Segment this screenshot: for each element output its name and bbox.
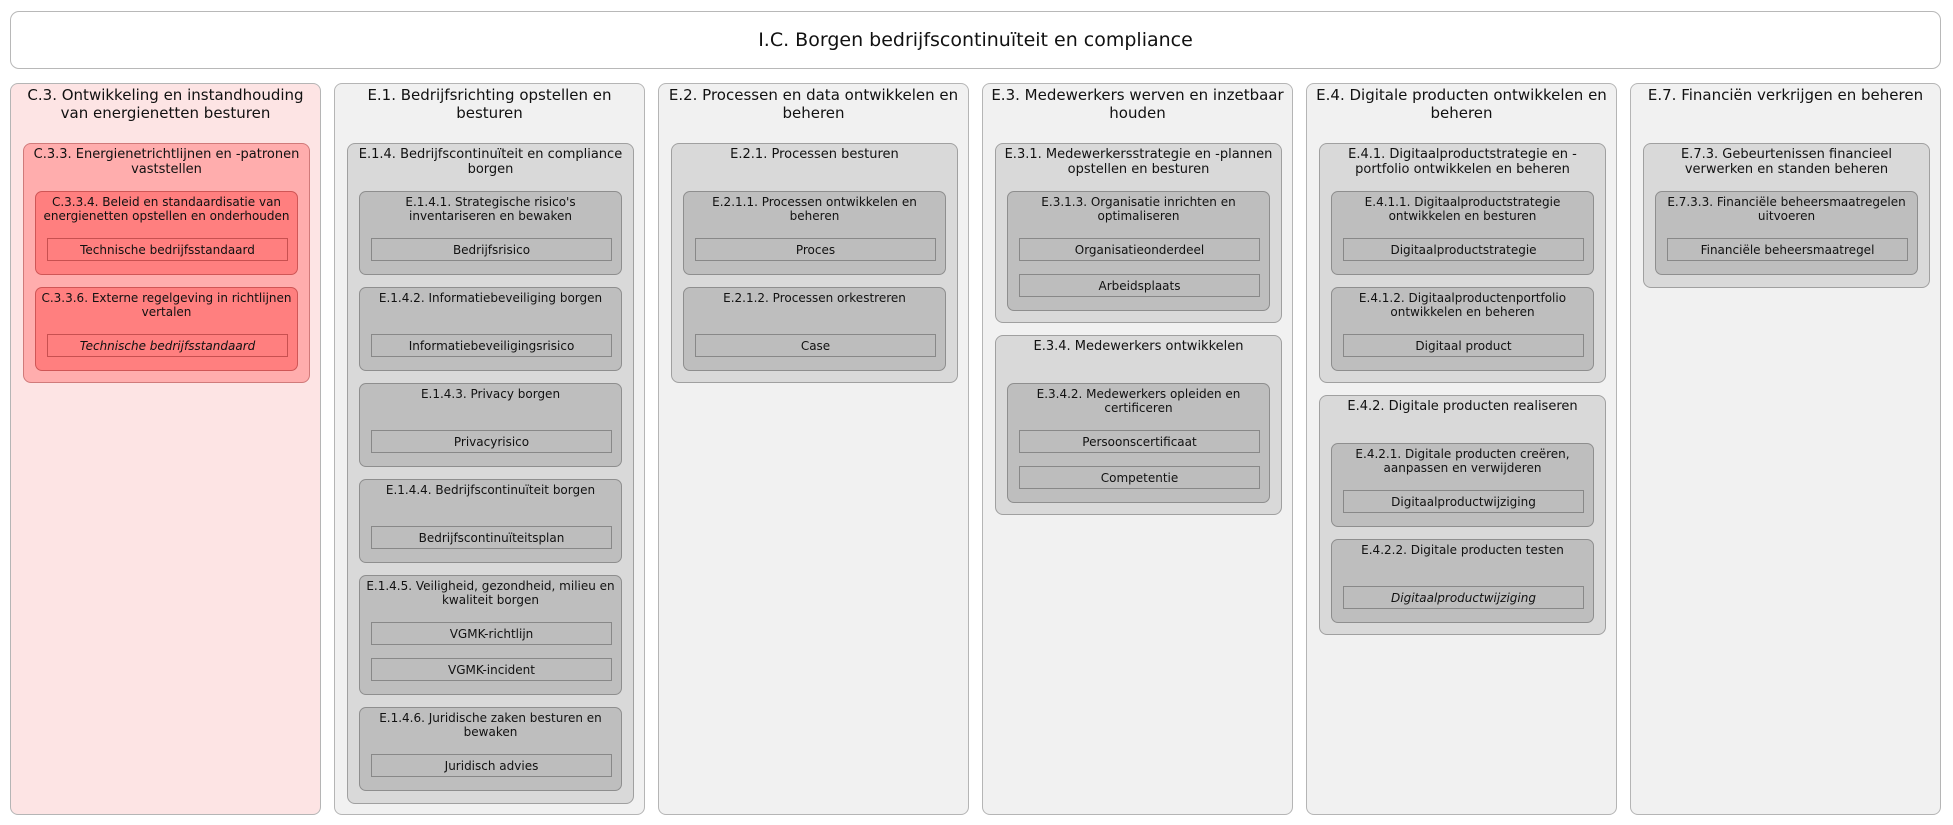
group-e2-1: E.2.1. Processen besturen E.2.1.1. Proce… <box>671 143 958 383</box>
sub-title: E.1.4.2. Informatiebeveiliging borgen <box>378 291 603 305</box>
item-persoonscertificaat: Persoonscertificaat <box>1019 430 1260 453</box>
item-vgmk-richtlijn: VGMK-richtlijn <box>371 622 612 645</box>
column-title: C.3. Ontwikkeling en instandhouding van … <box>27 86 304 122</box>
item-organisatieonderdeel: Organisatieonderdeel <box>1019 238 1260 261</box>
item-arbeidsplaats: Arbeidsplaats <box>1019 274 1260 297</box>
group-e7-3: E.7.3. Gebeurtenissen financieel verwerk… <box>1643 143 1930 288</box>
sub-e3-4-2: E.3.4.2. Medewerkers opleiden en certifi… <box>1007 383 1270 503</box>
sub-e4-1-2: E.4.1.2. Digitaalproductenportfolio ontw… <box>1331 287 1594 371</box>
sub-title: E.3.4.2. Medewerkers opleiden en certifi… <box>1036 387 1241 415</box>
sub-title: E.4.1.2. Digitaalproductenportfolio ontw… <box>1358 291 1567 319</box>
sub-e4-1-1: E.4.1.1. Digitaalproductstrategie ontwik… <box>1331 191 1594 275</box>
column-e4: E.4. Digitale producten ontwikkelen en b… <box>1306 83 1617 815</box>
group-e3-1: E.3.1. Medewerkersstrategie en -plannen … <box>995 143 1282 323</box>
sub-e2-1-1: E.2.1.1. Processen ontwikkelen en behere… <box>683 191 946 275</box>
sub-e1-4-4: E.1.4.4. Bedrijfscontinuïteit borgen Bed… <box>359 479 622 563</box>
sub-e2-1-2: E.2.1.2. Processen orkestreren Case <box>683 287 946 371</box>
column-e3: E.3. Medewerkers werven en inzetbaar hou… <box>982 83 1293 815</box>
group-e1-4: E.1.4. Bedrijfscontinuïteit en complianc… <box>347 143 634 804</box>
sub-e1-4-6: E.1.4.6. Juridische zaken besturen en be… <box>359 707 622 791</box>
sub-title: E.2.1.2. Processen orkestreren <box>723 291 906 305</box>
diagram-title-box: I.C. Borgen bedrijfscontinuïteit en comp… <box>10 11 1941 69</box>
sub-title: E.2.1.1. Processen ontwikkelen en behere… <box>712 195 917 223</box>
item-financiele-beheersmaatregel: Financiële beheersmaatregel <box>1667 238 1908 261</box>
sub-e4-2-2: E.4.2.2. Digitale producten testen Digit… <box>1331 539 1594 623</box>
sub-e4-2-1: E.4.2.1. Digitale producten creëren, aan… <box>1331 443 1594 527</box>
item-digitaal-product: Digitaal product <box>1343 334 1584 357</box>
sub-title: E.1.4.1. Strategische risico's inventari… <box>405 195 576 223</box>
sub-title: E.4.2.2. Digitale producten testen <box>1361 543 1564 557</box>
item-digitaalproductstrategie: Digitaalproductstrategie <box>1343 238 1584 261</box>
column-e1: E.1. Bedrijfsrichting opstellen en bestu… <box>334 83 645 815</box>
group-e4-2: E.4.2. Digitale producten realiseren E.4… <box>1319 395 1606 635</box>
sub-title: E.4.2.1. Digitale producten creëren, aan… <box>1355 447 1570 475</box>
sub-c3-3-6: C.3.3.6. Externe regelgeving in richtlij… <box>35 287 298 371</box>
sub-title: E.3.1.3. Organisatie inrichten en optima… <box>1041 195 1236 223</box>
item-case: Case <box>695 334 936 357</box>
group-title: E.3.4. Medewerkers ontwikkelen <box>1033 339 1244 354</box>
column-c3: C.3. Ontwikkeling en instandhouding van … <box>10 83 321 815</box>
group-title: E.4.1. Digitaalproductstrategie en -port… <box>1348 147 1577 177</box>
sub-e1-4-3: E.1.4.3. Privacy borgen Privacyrisico <box>359 383 622 467</box>
sub-title: E.1.4.3. Privacy borgen <box>420 387 561 401</box>
sub-title: E.1.4.4. Bedrijfscontinuïteit borgen <box>385 483 596 497</box>
column-e2: E.2. Processen en data ontwikkelen en be… <box>658 83 969 815</box>
item-privacyrisico: Privacyrisico <box>371 430 612 453</box>
column-title: E.1. Bedrijfsrichting opstellen en bestu… <box>367 86 612 122</box>
sub-title: E.4.1.1. Digitaalproductstrategie ontwik… <box>1364 195 1561 223</box>
column-title: E.4. Digitale producten ontwikkelen en b… <box>1316 86 1607 122</box>
group-title: E.3.1. Medewerkersstrategie en -plannen … <box>1004 147 1273 177</box>
column-e7: E.7. Financiën verkrijgen en beheren E.7… <box>1630 83 1941 815</box>
diagram-title: I.C. Borgen bedrijfscontinuïteit en comp… <box>758 29 1193 51</box>
item-digitaalproductwijziging: Digitaalproductwijziging <box>1343 586 1584 609</box>
group-c3-3: C.3.3. Energienetrichtlijnen en -patrone… <box>23 143 310 383</box>
item-informatiebeveiligingsrisico: Informatiebeveiligingsrisico <box>371 334 612 357</box>
item-digitaalproductwijziging: Digitaalproductwijziging <box>1343 490 1584 513</box>
sub-title: E.1.4.5. Veiligheid, gezondheid, milieu … <box>366 579 615 607</box>
item-technische-bedrijfsstandaard: Technische bedrijfsstandaard <box>47 334 288 357</box>
group-title: E.4.2. Digitale producten realiseren <box>1347 399 1578 414</box>
sub-e1-4-5: E.1.4.5. Veiligheid, gezondheid, milieu … <box>359 575 622 695</box>
column-title: E.2. Processen en data ontwikkelen en be… <box>668 86 959 122</box>
group-title: E.7.3. Gebeurtenissen financieel verwerk… <box>1680 147 1893 177</box>
item-bedrijfsrisico: Bedrijfsrisico <box>371 238 612 261</box>
item-proces: Proces <box>695 238 936 261</box>
sub-title: E.1.4.6. Juridische zaken besturen en be… <box>379 711 602 739</box>
column-title: E.7. Financiën verkrijgen en beheren <box>1647 86 1924 104</box>
sub-title: E.7.3.3. Financiële beheersmaatregelen u… <box>1667 195 1906 223</box>
item-vgmk-incident: VGMK-incident <box>371 658 612 681</box>
group-title: E.1.4. Bedrijfscontinuïteit en complianc… <box>358 147 623 177</box>
sub-c3-3-4: C.3.3.4. Beleid en standaardisatie van e… <box>35 191 298 275</box>
sub-e1-4-1: E.1.4.1. Strategische risico's inventari… <box>359 191 622 275</box>
group-title: C.3.3. Energienetrichtlijnen en -patrone… <box>33 147 300 177</box>
sub-title: C.3.3.6. Externe regelgeving in richtlij… <box>41 291 292 319</box>
item-juridisch-advies: Juridisch advies <box>371 754 612 777</box>
group-e3-4: E.3.4. Medewerkers ontwikkelen E.3.4.2. … <box>995 335 1282 515</box>
column-title: E.3. Medewerkers werven en inzetbaar hou… <box>991 86 1284 122</box>
item-technische-bedrijfsstandaard: Technische bedrijfsstandaard <box>47 238 288 261</box>
group-e4-1: E.4.1. Digitaalproductstrategie en -port… <box>1319 143 1606 383</box>
sub-title: C.3.3.4. Beleid en standaardisatie van e… <box>43 195 290 223</box>
sub-e7-3-3: E.7.3.3. Financiële beheersmaatregelen u… <box>1655 191 1918 275</box>
item-competentie: Competentie <box>1019 466 1260 489</box>
item-bedrijfscontinuiteitsplan: Bedrijfscontinuïteitsplan <box>371 526 612 549</box>
sub-e1-4-2: E.1.4.2. Informatiebeveiliging borgen In… <box>359 287 622 371</box>
group-title: E.2.1. Processen besturen <box>730 147 899 162</box>
sub-e3-1-3: E.3.1.3. Organisatie inrichten en optima… <box>1007 191 1270 311</box>
